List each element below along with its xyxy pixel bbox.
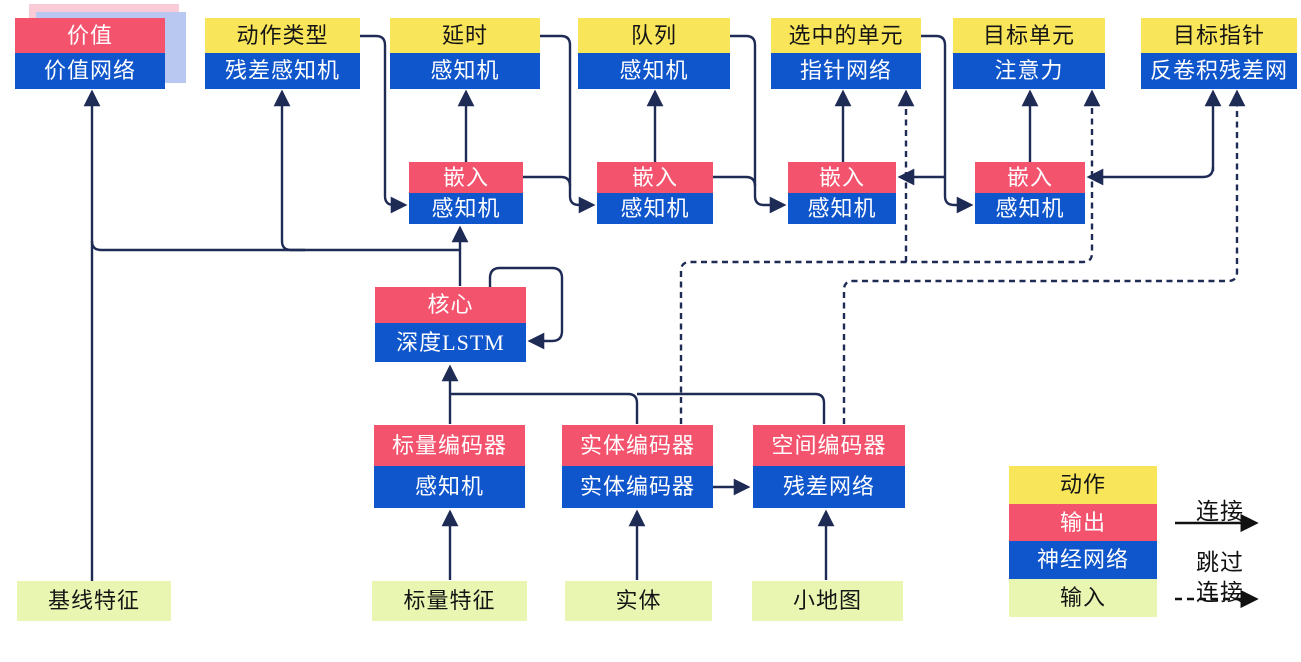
node-entity-encoder: 实体编码器 实体编码器	[562, 425, 713, 508]
embedding4-label: 嵌入	[975, 162, 1085, 193]
node-entities: 实体	[565, 581, 712, 621]
edge-spatial-encoder-to-core	[637, 392, 826, 424]
queued-mlp-label: 感知机	[578, 53, 730, 89]
edge-embedding2-merge	[713, 175, 757, 187]
core-label: 核心	[375, 287, 526, 323]
legend-action-label: 动作	[1009, 466, 1157, 504]
value-label: 价值	[15, 18, 165, 53]
embedding2-label: 嵌入	[597, 162, 713, 193]
node-embedding-2: 嵌入 感知机	[597, 162, 713, 224]
legend-skip-label-line2: 连接	[1196, 580, 1244, 605]
edge-embedding4-link-left	[1086, 166, 1215, 186]
edge-selected-units-to-embedding4	[921, 34, 974, 214]
skip-entity-to-attention	[679, 89, 1101, 424]
legend-output-label: 输出	[1009, 504, 1157, 541]
skip-spatial-to-deconv-resnet	[842, 89, 1246, 424]
embedding1-label: 嵌入	[409, 162, 523, 193]
entities-label: 实体	[565, 581, 712, 621]
entity-encoder-label: 实体编码器	[562, 425, 713, 466]
baseline-features-label: 基线特征	[17, 581, 171, 621]
node-target-unit: 目标单元 注意力	[953, 18, 1105, 89]
node-action-type: 动作类型 残差感知机	[205, 18, 360, 89]
legend-network-label: 神经网络	[1009, 541, 1157, 579]
embedding1-mlp-label: 感知机	[409, 193, 523, 224]
legend-skip-label-line1: 跳过	[1196, 550, 1244, 575]
selected-units-label: 选中的单元	[771, 18, 921, 53]
edge-core-branch-left	[90, 240, 460, 252]
delay-mlp-label: 感知机	[390, 53, 540, 89]
embedding4-mlp-label: 感知机	[975, 193, 1085, 224]
deep-lstm-label: 深度LSTM	[375, 323, 526, 362]
node-embedding-4: 嵌入 感知机	[975, 162, 1085, 224]
pointer-network-label: 指针网络	[771, 53, 921, 89]
edge-action-type-to-embedding1	[360, 34, 408, 214]
node-spatial-encoder: 空间编码器 残差网络	[753, 425, 905, 508]
scalar-features-label: 标量特征	[372, 581, 527, 621]
legend-input-label: 输入	[1009, 579, 1157, 617]
scalar-encoder-label: 标量编码器	[374, 425, 525, 466]
embedding3-mlp-label: 感知机	[788, 193, 896, 224]
embedding3-label: 嵌入	[788, 162, 896, 193]
node-core: 核心 深度LSTM	[375, 287, 526, 362]
resnet-label: 残差网络	[753, 466, 905, 508]
delay-label: 延时	[390, 18, 540, 53]
minimap-label: 小地图	[752, 581, 903, 621]
target-unit-label: 目标单元	[953, 18, 1105, 53]
entity-encoder-net-label: 实体编码器	[562, 466, 713, 508]
edge-queued-to-embedding3	[730, 34, 787, 214]
attention-label: 注意力	[953, 53, 1105, 89]
node-queued: 队列 感知机	[578, 18, 730, 89]
scalar-encoder-mlp-label: 感知机	[374, 466, 525, 508]
node-minimap: 小地图	[752, 581, 903, 621]
node-scalar-encoder: 标量编码器 感知机	[374, 425, 525, 508]
edge-delay-to-embedding2	[540, 34, 596, 214]
edge-core-self-loop	[488, 266, 564, 350]
spatial-encoder-label: 空间编码器	[753, 425, 905, 466]
deconv-resnet-label: 反卷积残差网	[1141, 53, 1297, 89]
node-target-point: 目标指针 反卷积残差网	[1141, 18, 1297, 89]
edge-branch-to-action-type	[273, 89, 305, 252]
edge-entity-encoder-to-core	[450, 392, 639, 424]
residual-mlp-label: 残差感知机	[205, 53, 360, 89]
node-delay: 延时 感知机	[390, 18, 540, 89]
node-value: 价值 价值网络	[15, 18, 165, 89]
legend: 动作 输出 神经网络 输入	[1009, 466, 1157, 617]
legend-solid-connection-label: 连接	[1196, 499, 1244, 524]
queued-label: 队列	[578, 18, 730, 53]
value-network-label: 价值网络	[15, 53, 165, 89]
node-embedding-3: 嵌入 感知机	[788, 162, 896, 224]
node-embedding-1: 嵌入 感知机	[409, 162, 523, 224]
embedding2-mlp-label: 感知机	[597, 193, 713, 224]
edge-embedding1-merge	[523, 175, 572, 187]
node-scalar-features: 标量特征	[372, 581, 527, 621]
target-point-label: 目标指针	[1141, 18, 1297, 53]
node-baseline-features: 基线特征	[17, 581, 171, 621]
node-selected-units: 选中的单元 指针网络	[771, 18, 921, 89]
action-type-label: 动作类型	[205, 18, 360, 53]
